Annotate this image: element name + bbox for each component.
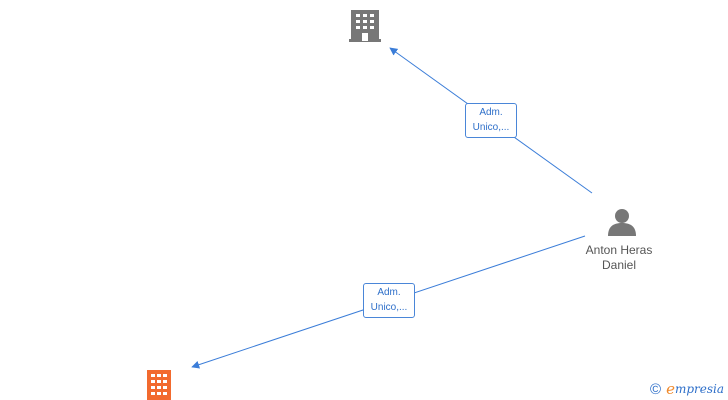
- edge-label-line2: Unico,...: [370, 302, 408, 313]
- edge-label-line1: Adm.: [377, 287, 401, 298]
- brand-name: mpresia: [674, 382, 725, 396]
- edge-label-bottom[interactable]: Adm. Unico,...: [363, 283, 415, 318]
- edge-label-line2: Unico,...: [472, 122, 510, 133]
- brand-initial: e: [666, 380, 675, 398]
- person-name-line2: Daniel: [601, 258, 637, 272]
- person-name-line1: Anton Heras: [585, 243, 653, 257]
- building-icon[interactable]: [147, 370, 171, 400]
- person-icon[interactable]: [608, 209, 636, 236]
- edge-label-top[interactable]: Adm. Unico,...: [465, 103, 517, 138]
- edge-label-line1: Adm.: [479, 107, 503, 118]
- person-name[interactable]: Anton Heras Daniel: [574, 243, 664, 273]
- brand-logo[interactable]: © e mpresia: [650, 380, 724, 398]
- copyright-icon: ©: [650, 380, 662, 398]
- building-icon[interactable]: [349, 10, 381, 42]
